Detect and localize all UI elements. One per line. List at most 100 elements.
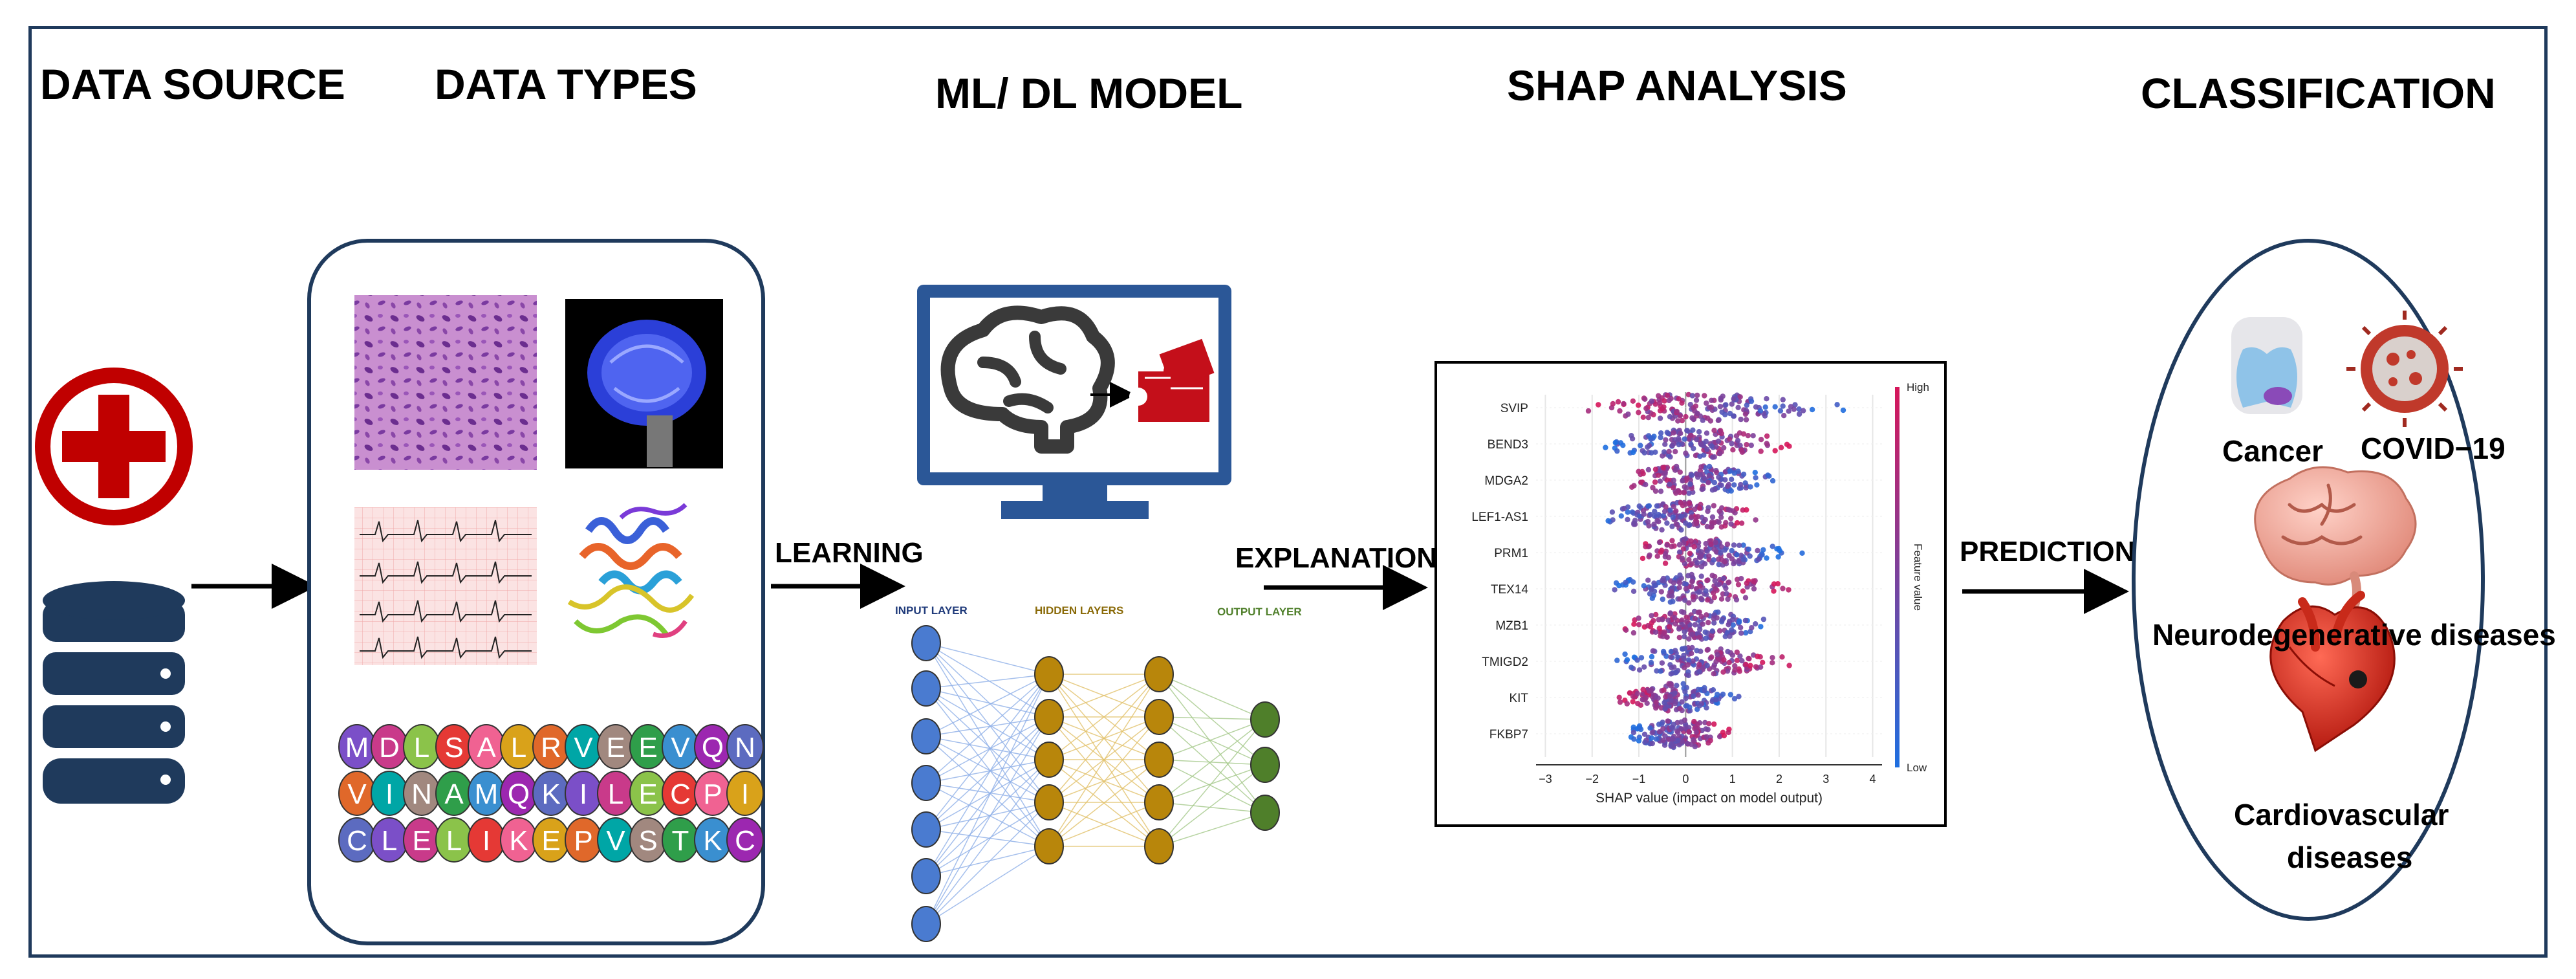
shap-point xyxy=(1758,664,1764,670)
shap-point xyxy=(1649,586,1654,593)
shap-point xyxy=(1704,612,1709,618)
amino-acid-letter: I xyxy=(741,778,749,810)
shap-point xyxy=(1713,697,1719,703)
shap-point xyxy=(1636,622,1642,628)
shap-point xyxy=(1717,404,1724,410)
shap-point xyxy=(1673,508,1679,514)
shap-point xyxy=(1685,573,1691,578)
network-node xyxy=(911,625,941,661)
shap-x-tick: 3 xyxy=(1823,773,1829,786)
amino-acid-letter: P xyxy=(703,778,722,810)
shap-point xyxy=(1627,690,1633,696)
shap-point xyxy=(1661,699,1667,706)
amino-acid-letter: K xyxy=(703,825,722,857)
network-edge xyxy=(925,674,1050,784)
shap-point xyxy=(1670,599,1676,604)
network-node xyxy=(1144,828,1174,864)
shap-point xyxy=(1638,443,1643,448)
shap-point xyxy=(1647,591,1653,597)
shap-point xyxy=(1738,553,1744,558)
shap-point xyxy=(1664,634,1670,640)
shap-point xyxy=(1735,404,1741,410)
shap-point xyxy=(1738,576,1744,582)
shap-point xyxy=(1645,444,1651,450)
shap-point xyxy=(1711,479,1718,486)
network-edge xyxy=(1158,719,1266,803)
shap-point xyxy=(1677,413,1683,419)
shap-point xyxy=(1757,408,1764,414)
shap-point xyxy=(1687,481,1693,487)
shap-point xyxy=(1728,521,1734,527)
shap-point xyxy=(1722,547,1728,553)
shap-point xyxy=(1678,430,1683,436)
shap-point xyxy=(1596,402,1601,408)
shap-point xyxy=(1722,412,1728,417)
shap-point xyxy=(1784,441,1790,447)
shap-point xyxy=(1760,547,1766,553)
shap-point xyxy=(1689,561,1695,567)
shap-point xyxy=(1721,657,1727,663)
network-edge xyxy=(1158,674,1266,813)
shap-point xyxy=(1713,444,1719,450)
shap-point xyxy=(1704,446,1710,452)
network-edge xyxy=(925,736,1050,847)
shap-point xyxy=(1640,414,1646,420)
shap-point xyxy=(1617,699,1623,705)
shap-point xyxy=(1731,482,1737,488)
shap-point xyxy=(1772,448,1778,454)
shap-point xyxy=(1726,659,1732,666)
shap-point xyxy=(1624,701,1630,707)
shap-point xyxy=(1712,486,1718,492)
shap-point xyxy=(1729,547,1735,554)
shap-point xyxy=(1742,480,1748,486)
shap-point xyxy=(1664,542,1670,548)
shap-point xyxy=(1688,510,1694,516)
network-node xyxy=(1250,747,1280,783)
shap-point xyxy=(1724,541,1731,547)
shap-point xyxy=(1702,561,1708,567)
shap-point xyxy=(1716,734,1723,740)
shap-point xyxy=(1693,520,1700,527)
shap-point xyxy=(1644,700,1650,707)
shap-point xyxy=(1672,701,1678,707)
shap-point xyxy=(1674,500,1680,506)
shap-point xyxy=(1756,556,1762,562)
shap-point xyxy=(1612,587,1618,593)
shap-point xyxy=(1688,441,1694,447)
shap-point xyxy=(1688,538,1694,544)
shap-point xyxy=(1673,521,1679,527)
shap-point xyxy=(1746,655,1751,661)
shap-point xyxy=(1791,406,1797,412)
colorbar-title: Feature value xyxy=(1912,544,1924,611)
shap-point xyxy=(1636,402,1641,408)
shap-point xyxy=(1725,648,1731,655)
shap-point xyxy=(1622,651,1628,657)
shap-point xyxy=(1661,509,1668,514)
heart-icon xyxy=(2269,591,2396,753)
network-node xyxy=(1144,784,1174,820)
network-edge xyxy=(1048,802,1160,847)
shap-point xyxy=(1689,472,1694,478)
amino-acid-circle xyxy=(726,724,764,769)
network-edge xyxy=(925,846,1050,877)
shap-point xyxy=(1663,504,1669,510)
shap-point xyxy=(1667,693,1673,699)
shap-feature-label: BEND3 xyxy=(1488,438,1528,452)
shap-point xyxy=(1641,664,1647,670)
network-node xyxy=(1034,742,1064,778)
shap-point xyxy=(1615,399,1621,405)
shap-point xyxy=(1702,688,1707,694)
network-edge xyxy=(925,674,1050,689)
shap-point xyxy=(1675,488,1682,494)
shap-point xyxy=(1786,587,1791,593)
shap-feature-label: KIT xyxy=(1509,692,1528,705)
shap-point xyxy=(1723,402,1729,408)
network-edge xyxy=(1158,759,1266,765)
amino-acid-letter: I xyxy=(482,825,490,857)
shap-point xyxy=(1760,616,1767,622)
shap-point xyxy=(1734,657,1740,663)
shap-point xyxy=(1641,583,1647,589)
shap-point xyxy=(1703,635,1709,641)
shap-point xyxy=(1667,481,1672,487)
shap-point xyxy=(1645,577,1651,583)
